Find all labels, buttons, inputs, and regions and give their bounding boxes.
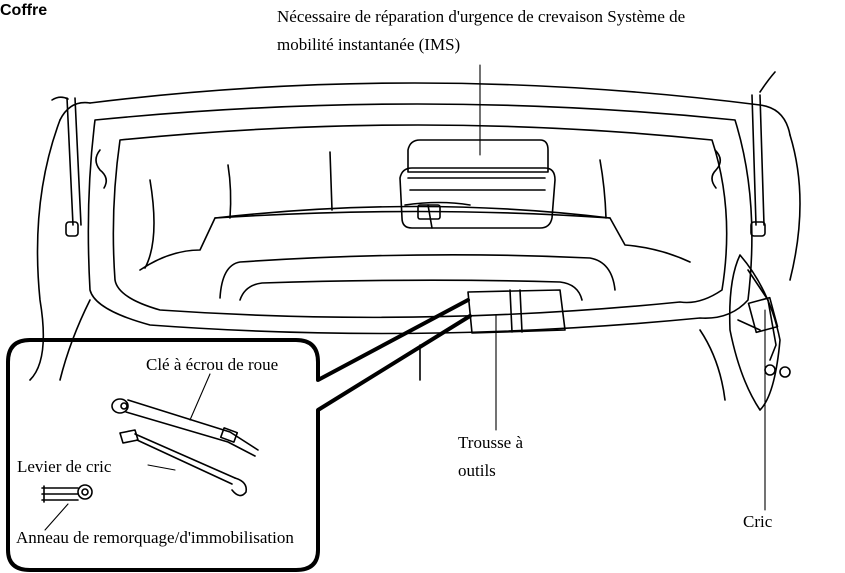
jack-lever-label: Levier de cric <box>17 457 112 476</box>
lug-wrench-label: Clé à écrou de roue <box>146 355 279 374</box>
section-title: Coffre <box>0 2 48 19</box>
ims-kit-label-line2: mobilité instantanée (IMS) <box>277 35 461 54</box>
leader-lines <box>44 64 766 531</box>
tool-bag-label-line1: Trousse à <box>458 433 524 452</box>
ims-kit <box>399 139 556 229</box>
tool-bag-label-line2: outils <box>458 461 496 480</box>
lug-wrench-drawing <box>111 398 259 457</box>
gas-struts <box>51 71 776 237</box>
jack-label: Cric <box>743 512 773 531</box>
tool-bag <box>467 289 566 334</box>
towing-eye-label: Anneau de remorquage/d'immobilisation <box>16 528 294 547</box>
jack-lever-drawing <box>119 429 248 497</box>
ims-kit-label-line1: Nécessaire de réparation d'urgence de cr… <box>277 7 686 26</box>
jack-illustration <box>728 254 791 411</box>
towing-eye-drawing <box>41 484 93 503</box>
trunk-outline <box>29 82 801 401</box>
tools-inset-frame <box>6 298 472 572</box>
